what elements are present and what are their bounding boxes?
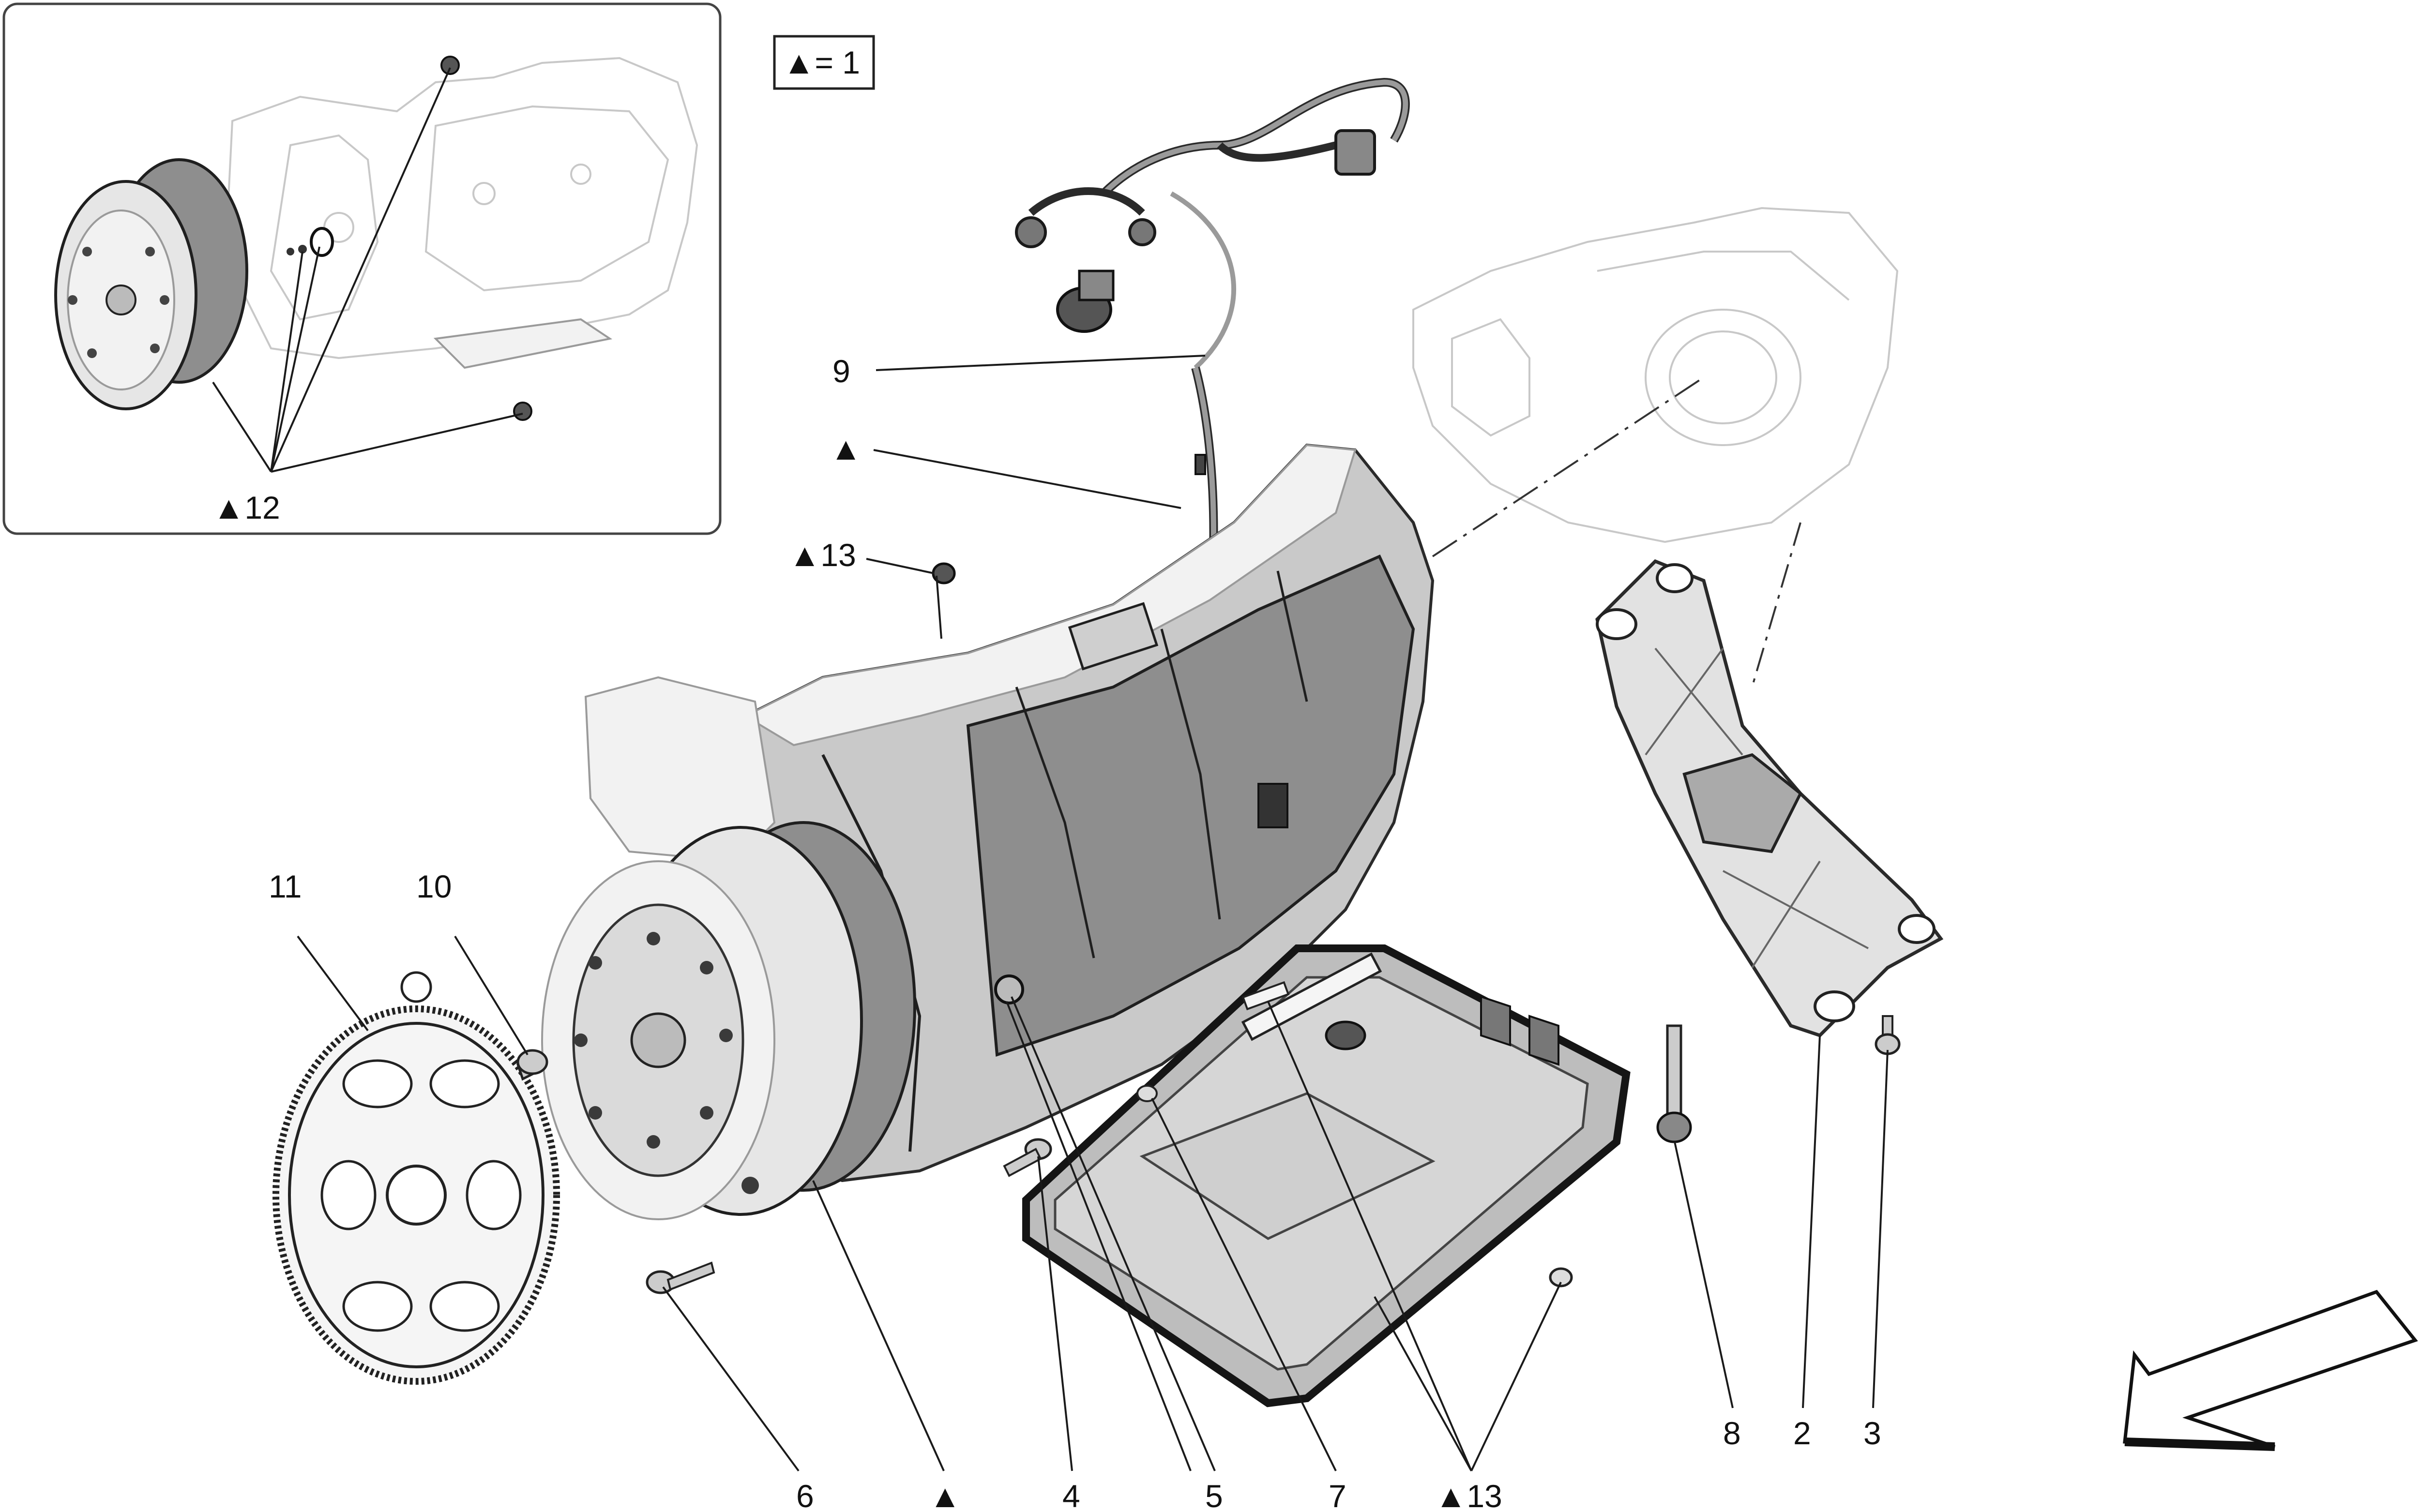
inset-label: ▲12: [213, 490, 280, 525]
callout-7: 7: [1329, 1478, 1346, 1512]
callout-triangle-bottom: ▲: [929, 1478, 961, 1512]
flex-plate: [272, 971, 560, 1385]
callout-8: 8: [1723, 1415, 1741, 1451]
oil-pan: [1022, 944, 1631, 1407]
fasteners: [516, 454, 1901, 1294]
torque-converter: [541, 821, 916, 1220]
inset-transmission: [226, 57, 698, 369]
callout-triangle-top: ▲: [830, 431, 862, 466]
callout-13-top: ▲13: [789, 537, 856, 573]
callout-10: 10: [416, 868, 452, 904]
leader-lines: [297, 355, 1889, 1472]
legend-text: ▲= 1: [783, 45, 860, 80]
mount-bracket: [1595, 559, 1944, 1038]
callout-11: 11: [269, 868, 302, 904]
callout-13-bottom: ▲13: [1435, 1478, 1502, 1512]
callout-6: 6: [796, 1478, 814, 1512]
legend-box: ▲= 1: [773, 35, 875, 90]
callout-9: 9: [832, 353, 850, 389]
ghost-transfer-case: [1412, 207, 1899, 543]
inset-panel: ▲12: [2, 2, 722, 535]
callout-3: 3: [1863, 1415, 1881, 1451]
inset-torque-converter: [54, 158, 248, 410]
callout-4: 4: [1062, 1478, 1080, 1512]
direction-arrow-icon: [2123, 1289, 2418, 1451]
callout-labels: 9 ▲ ▲13 11 10 6 ▲ 4 5 7 ▲13 8 2 3: [269, 353, 1881, 1512]
callout-5: 5: [1205, 1478, 1223, 1512]
callout-2: 2: [1793, 1415, 1811, 1451]
